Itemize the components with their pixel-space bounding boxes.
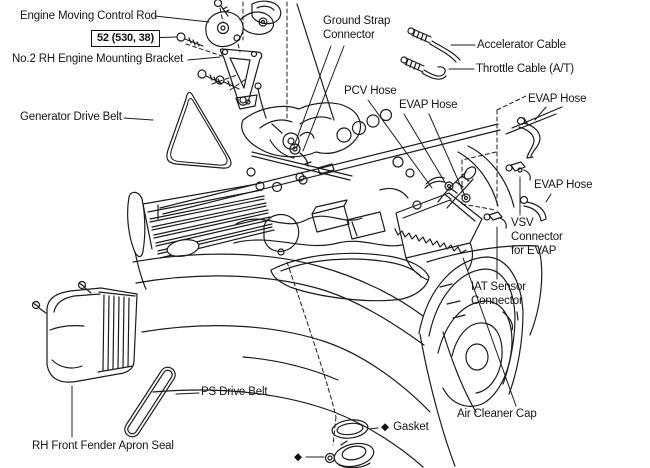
car-body-outline [127, 106, 563, 468]
label-evap-hose-right: EVAP Hose [534, 179, 593, 191]
leader-lines [71, 15, 552, 458]
generator-drive-belt-part [166, 91, 232, 169]
label-gasket: ◆ Gasket [381, 421, 429, 433]
air-cleaner-cap-part [394, 166, 483, 281]
label-air-cleaner-cap: Air Cleaner Cap [457, 408, 537, 420]
vsv-connector-part [505, 161, 531, 181]
dashed-guides [185, 1, 527, 446]
label-pcv-hose: PCV Hose [344, 85, 397, 97]
label-engine-moving-control-rod: Engine Moving Control Rod [20, 10, 157, 22]
label-evap-hose-center: EVAP Hose [399, 99, 458, 111]
label-no2-rh-engine-mounting-bracket: No.2 RH Engine Mounting Bracket [12, 53, 184, 65]
torque-spec-box: 52 (530, 38) [91, 30, 160, 47]
non-reusable-part-icon: ◆ [294, 451, 303, 463]
gasket-part [331, 419, 369, 439]
throttle-cable-part [400, 56, 447, 80]
ps-drive-belt-part [124, 366, 176, 438]
evap-hose-top-right-part [516, 116, 541, 159]
label-gasket-text: Gasket [393, 421, 429, 433]
apron-seal-part [31, 280, 138, 383]
label-iat-sensor-connector: IAT Sensor Connector [471, 281, 526, 307]
label-accelerator-cable: Accelerator Cable [477, 39, 566, 51]
ground-strap-connector-part [289, 143, 312, 167]
label-ps-drive-belt: PS Drive Belt [201, 386, 268, 398]
label-vsv-connector-for-evap: VSV Connector for EVAP [511, 217, 563, 257]
label-ground-strap-connector: Ground Strap Connector [323, 15, 391, 41]
label-generator-drive-belt: Generator Drive Belt [20, 111, 122, 123]
iat-sensor-connector-part [483, 211, 507, 229]
accelerator-cable-part [407, 27, 461, 63]
oil-filler-cap-part [324, 440, 375, 468]
label-throttle-cable: Throttle Cable (A/T) [476, 63, 574, 75]
non-reusable-part-icon: ◆ [381, 421, 390, 433]
label-rh-front-fender-apron-seal: RH Front Fender Apron Seal [32, 440, 174, 452]
engine-assembly [233, 3, 515, 256]
mounting-bracket-part [176, 32, 263, 110]
label-evap-hose-top-right: EVAP Hose [528, 93, 587, 105]
